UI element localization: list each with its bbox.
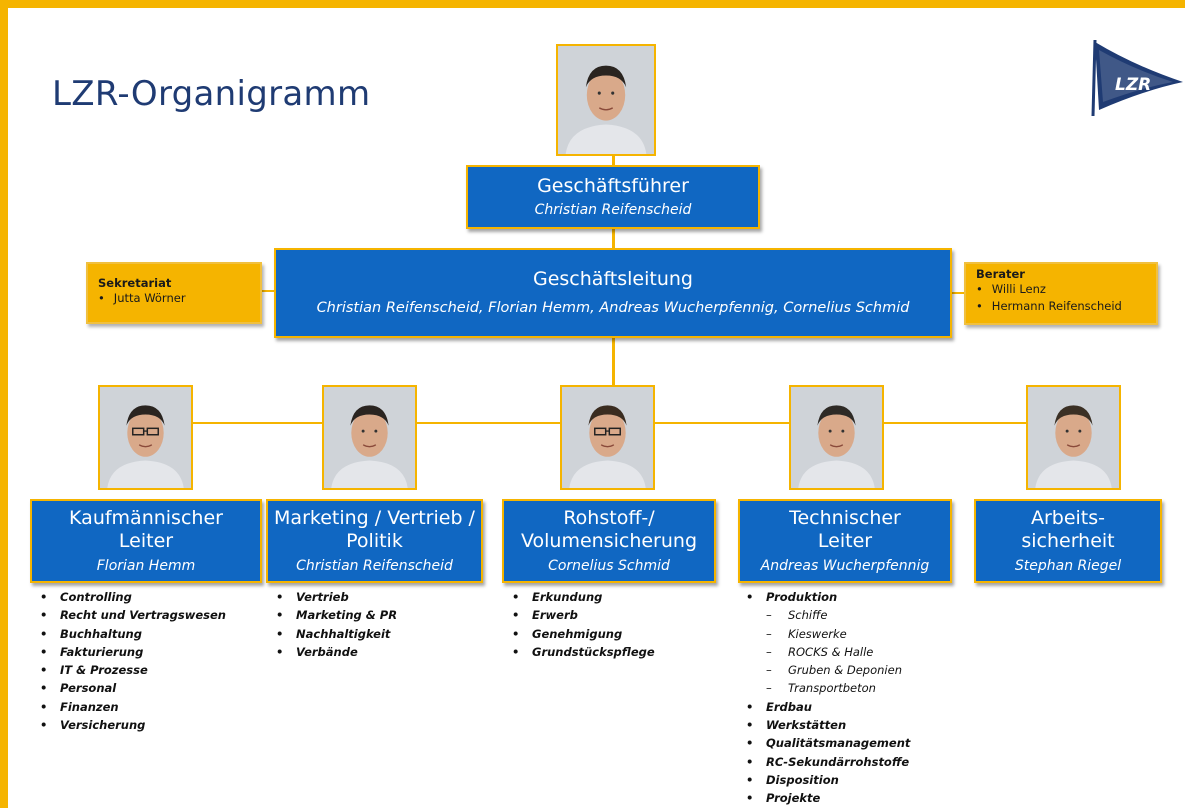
lzr-logo: LZR	[1075, 38, 1185, 118]
dept-box-marketing: Marketing / Vertrieb / Politik Christian…	[266, 499, 483, 583]
advisors-box: Berater Willi Lenz Hermann Reifenscheid	[964, 262, 1158, 325]
dept-title-line: Politik	[346, 530, 403, 552]
task-item: Grundstückspflege	[510, 643, 655, 662]
task-item: Personal	[38, 679, 226, 698]
task-list-technical: ProduktionSchiffeKieswerkeROCKS & HalleG…	[744, 588, 910, 808]
dept-title-line: Technischer	[789, 507, 901, 529]
task-item: Marketing & PR	[274, 606, 397, 625]
task-subitem: Schiffe	[744, 606, 910, 625]
dept-head-name: Christian Reifenscheid	[296, 558, 453, 574]
task-item: IT & Prozesse	[38, 661, 226, 680]
page-title: LZR-Organigramm	[52, 74, 371, 114]
dept-title-line: Marketing / Vertrieb /	[274, 507, 475, 529]
task-item: Vertrieb	[274, 588, 397, 607]
task-item: RC-Sekundärrohstoffe	[744, 753, 910, 772]
task-subitem: Transportbeton	[744, 679, 910, 698]
photo-dept-5	[1026, 385, 1121, 490]
task-item: Disposition	[744, 771, 910, 790]
task-item: Erdbau	[744, 698, 910, 717]
task-subitem: Kieswerke	[744, 625, 910, 644]
task-item: Erwerb	[510, 606, 655, 625]
photo-dept-2	[322, 385, 417, 490]
task-item: Werkstätten	[744, 716, 910, 735]
task-item: Recht und Vertragswesen	[38, 606, 226, 625]
task-item: Buchhaltung	[38, 625, 226, 644]
dept-box-technical: Technischer Leiter Andreas Wucherpfennig	[738, 499, 952, 583]
advisor-member: Hermann Reifenscheid	[976, 298, 1146, 315]
dept-box-commercial: Kaufmännischer Leiter Florian Hemm	[30, 499, 262, 583]
task-item: Nachhaltigkeit	[274, 625, 397, 644]
dept-box-resources: Rohstoff-/ Volumensicherung Cornelius Sc…	[502, 499, 716, 583]
task-list-resources: ErkundungErwerbGenehmigungGrundstückspfl…	[510, 588, 655, 661]
dept-title-line: Kaufmännischer	[69, 507, 223, 529]
task-list-marketing: VertriebMarketing & PRNachhaltigkeitVerb…	[274, 588, 397, 661]
logo-text: LZR	[1115, 75, 1151, 95]
task-item: Erkundung	[510, 588, 655, 607]
dept-title-line: sicherheit	[1021, 530, 1115, 552]
photo-dept-3	[560, 385, 655, 490]
task-item: Projekte	[744, 789, 910, 808]
dept-head-name: Cornelius Schmid	[548, 558, 670, 574]
connector-ceo-photo	[612, 155, 615, 167]
task-item: Controlling	[38, 588, 226, 607]
management-title: Geschäftsleitung	[533, 268, 693, 290]
advisor-member: Willi Lenz	[976, 281, 1146, 298]
dept-title-line: Rohstoff-/	[563, 507, 655, 529]
task-item: Produktion	[744, 588, 910, 607]
task-item: Versicherung	[38, 716, 226, 735]
advisors-title: Berater	[976, 267, 1025, 281]
dept-title-line: Arbeits-	[1030, 507, 1106, 529]
task-item: Finanzen	[38, 698, 226, 717]
task-item: Fakturierung	[38, 643, 226, 662]
management-box: Geschäftsleitung Christian Reifenscheid,…	[274, 248, 952, 338]
dept-title-line: Volumensicherung	[520, 530, 698, 552]
dept-title-line: Leiter	[118, 530, 174, 552]
task-item: Verbände	[274, 643, 397, 662]
photo-dept-4	[789, 385, 884, 490]
ceo-name: Christian Reifenscheid	[534, 202, 692, 218]
ceo-box: Geschäftsführer Christian Reifenscheid	[466, 165, 760, 229]
dept-head-name: Andreas Wucherpfennig	[760, 558, 930, 574]
secretariat-title: Sekretariat	[98, 276, 172, 290]
task-item: Qualitätsmanagement	[744, 734, 910, 753]
task-subitem: Gruben & Deponien	[744, 661, 910, 680]
connector-secretariat	[262, 290, 276, 292]
dept-box-safety: Arbeits- sicherheit Stephan Riegel	[974, 499, 1162, 583]
task-subitem: ROCKS & Halle	[744, 643, 910, 662]
task-list-commercial: ControllingRecht und VertragswesenBuchha…	[38, 588, 226, 735]
secretariat-box: Sekretariat Jutta Wörner	[86, 262, 262, 324]
connector-advisors	[950, 292, 964, 294]
task-item: Genehmigung	[510, 625, 655, 644]
management-names: Christian Reifenscheid, Florian Hemm, An…	[316, 300, 910, 316]
dept-head-name: Stephan Riegel	[1014, 558, 1122, 574]
connector-management-down	[612, 338, 615, 386]
photo-dept-1	[98, 385, 193, 490]
photo-ceo	[556, 44, 656, 156]
connector-ceo-management	[612, 228, 615, 250]
ceo-title: Geschäftsführer	[537, 175, 689, 197]
secretariat-member: Jutta Wörner	[98, 290, 250, 307]
dept-head-name: Florian Hemm	[96, 558, 196, 574]
dept-title-line: Leiter	[817, 530, 873, 552]
